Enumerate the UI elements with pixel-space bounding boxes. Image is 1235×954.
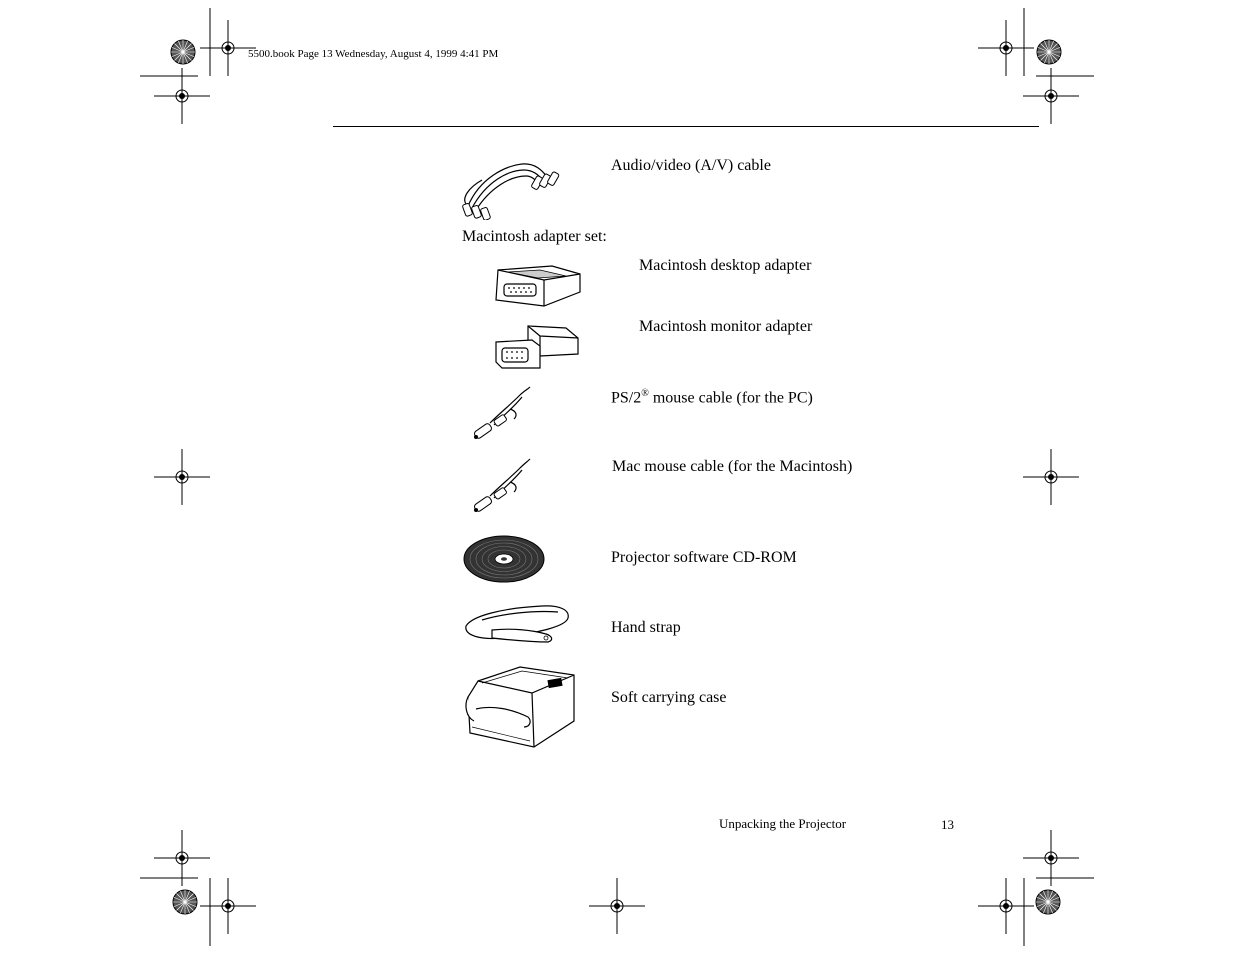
desktop-adapter-label: Macintosh desktop adapter [639, 257, 812, 274]
ps2-cable-label: PS/2® mouse cable (for the PC) [611, 388, 813, 407]
page-number: 13 [941, 817, 954, 832]
carrying-case-label: Soft carrying case [611, 689, 727, 706]
cd-rom-label: Projector software CD-ROM [611, 549, 797, 566]
monitor-adapter-label: Macintosh monitor adapter [639, 318, 813, 335]
av-cable-label: Audio/video (A/V) cable [611, 157, 771, 174]
hand-strap-icon [465, 605, 569, 643]
footer-chapter-title: Unpacking the Projector [719, 816, 847, 831]
ps2-label-prefix: PS/2 [611, 389, 642, 407]
macintosh-adapter-set-heading: Macintosh adapter set: [462, 228, 607, 245]
av-cable-icon [462, 163, 560, 220]
mac-cable-label: Mac mouse cable (for the Macintosh) [612, 458, 853, 475]
ps2-label-suffix: mouse cable (for the PC) [648, 389, 813, 407]
ps2-cable-icon [474, 386, 531, 439]
print-info-header: 5500.book Page 13 Wednesday, August 4, 1… [248, 48, 499, 60]
carrying-case-icon [465, 666, 575, 748]
hand-strap-label: Hand strap [611, 619, 681, 636]
cd-rom-icon [463, 535, 545, 583]
monitor-adapter-icon [495, 325, 579, 369]
desktop-adapter-icon [495, 265, 581, 307]
mac-cable-icon [474, 458, 531, 512]
registered-mark: ® [641, 388, 649, 399]
header-rule [333, 126, 1039, 127]
